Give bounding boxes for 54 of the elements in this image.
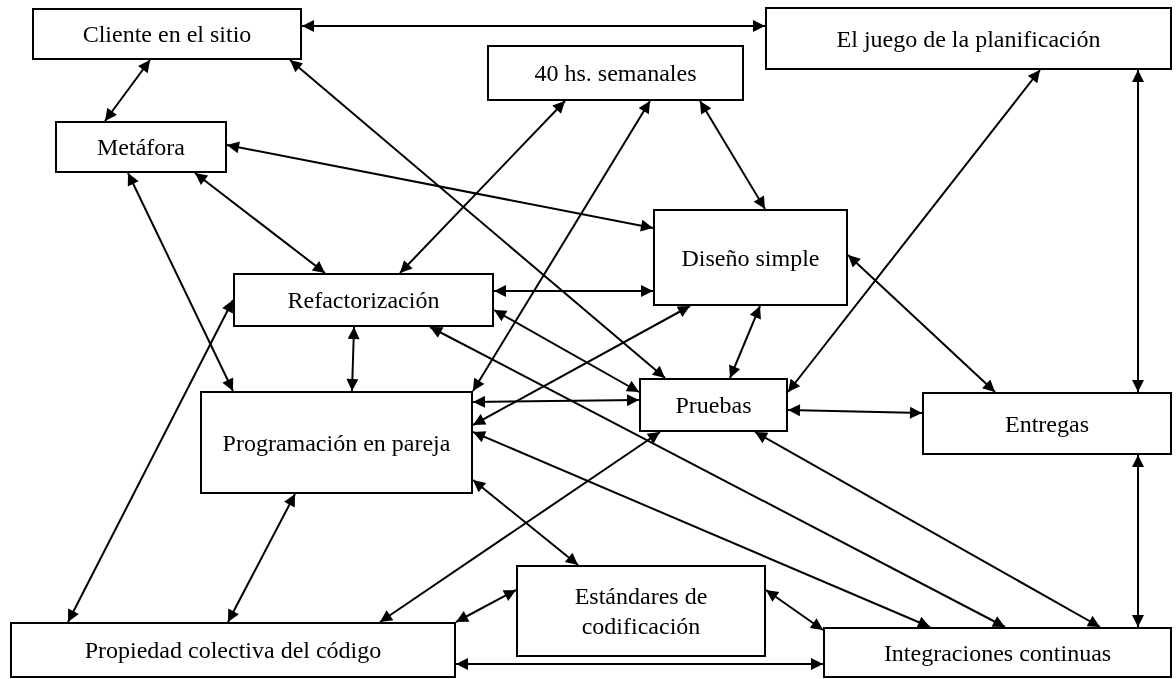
process-box [200, 391, 473, 494]
box-label: Diseño simple [681, 243, 820, 273]
double-arrow [455, 658, 824, 670]
double-arrow [104, 59, 151, 122]
process-box [639, 378, 788, 432]
process-box [233, 273, 494, 327]
box-label: El juego de la planificación [836, 24, 1101, 54]
double-arrow [346, 326, 360, 392]
box-label: Refactorización [287, 286, 440, 315]
process-box [823, 627, 1172, 678]
double-arrow [472, 100, 651, 392]
double-arrow [472, 305, 691, 426]
double-arrow [127, 172, 234, 392]
double-arrow [289, 59, 666, 379]
process-box [10, 622, 456, 678]
double-arrow [472, 394, 640, 408]
double-arrow [67, 299, 234, 623]
double-arrow [226, 141, 654, 232]
double-arrow [493, 285, 654, 297]
process-box [516, 565, 766, 657]
double-arrow [754, 431, 1101, 628]
double-arrow [429, 326, 1006, 628]
double-arrow [787, 404, 923, 419]
box-label: Programación en pareja [222, 428, 451, 458]
double-arrow [472, 431, 931, 628]
process-box [922, 392, 1172, 455]
double-arrow [194, 172, 326, 274]
double-arrow [729, 305, 761, 379]
process-box [487, 45, 744, 101]
process-box [32, 8, 302, 60]
double-arrow [847, 254, 996, 393]
box-label: 40 hs. semanales [534, 59, 697, 88]
double-arrow [787, 69, 1041, 393]
double-arrow [493, 309, 640, 393]
double-arrow [455, 589, 517, 623]
double-arrow [399, 100, 566, 274]
box-label: Cliente en el sitio [82, 20, 252, 49]
process-box [765, 7, 1172, 70]
box-label: Pruebas [675, 391, 752, 420]
process-box [653, 209, 848, 306]
double-arrow [699, 100, 766, 210]
box-label: Propiedad colectiva del código [84, 636, 382, 665]
box-label: Integraciones continuas [883, 638, 1112, 668]
box-label: Entregas [1005, 409, 1089, 439]
double-arrow [472, 479, 579, 566]
box-label: Estándares de codificación [573, 582, 709, 641]
double-arrow [1132, 454, 1144, 628]
double-arrow [379, 431, 661, 623]
process-box [55, 121, 227, 173]
double-arrow [227, 493, 296, 623]
double-arrow [1132, 69, 1144, 393]
double-arrow [765, 589, 824, 631]
double-arrow [301, 20, 766, 32]
box-label: Metáfora [97, 133, 185, 162]
